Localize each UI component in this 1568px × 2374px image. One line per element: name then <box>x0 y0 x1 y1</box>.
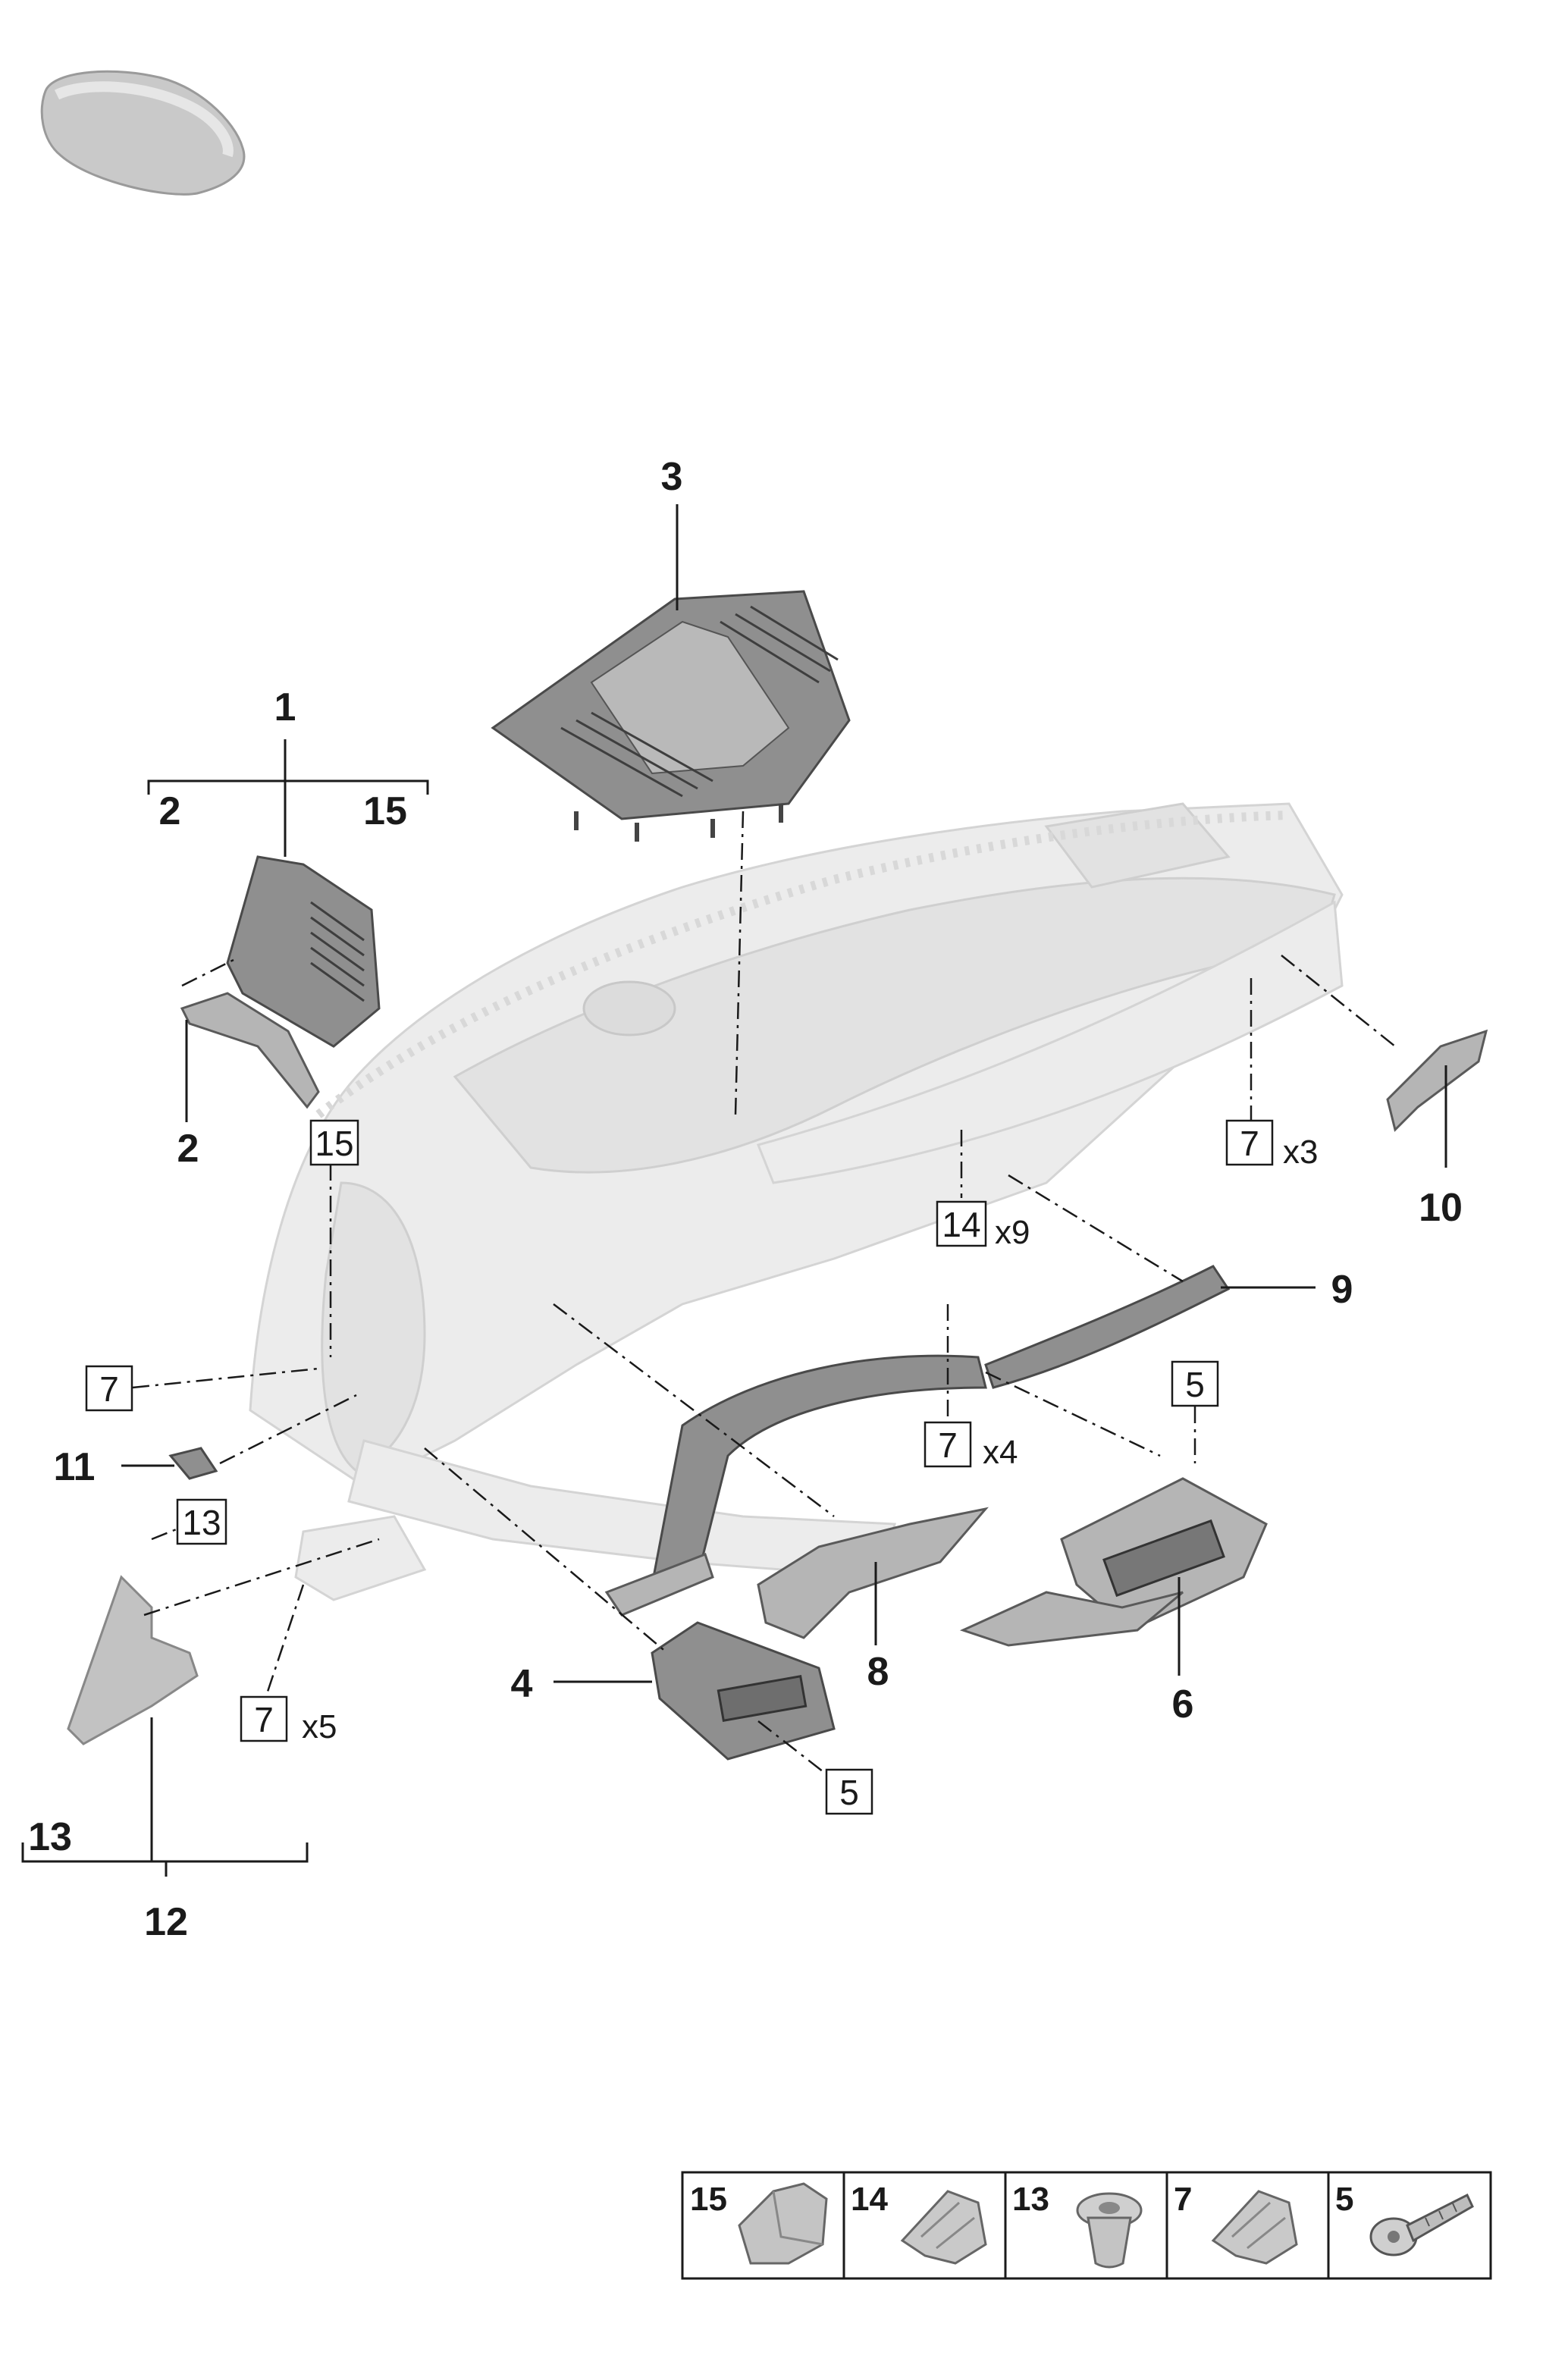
callout-12: 12 <box>144 1900 188 1944</box>
callout-2: 2 <box>177 1127 199 1171</box>
legend-cell-15: 15 <box>690 2181 828 2265</box>
svg-text:13: 13 <box>182 1503 221 1542</box>
qty-x5: x5 <box>302 1708 337 1745</box>
spring-clip-icon <box>900 2190 987 2265</box>
legend-cell-14: 14 <box>851 2181 987 2265</box>
boxed-ref-7-left: 7 <box>85 1365 133 1412</box>
left-trim-strip <box>180 992 320 1109</box>
callout-13-group: 13 <box>28 1815 72 1859</box>
boxed-ref-7-x5: 7 x5 <box>240 1695 337 1745</box>
boxed-ref-15: 15 <box>309 1119 359 1166</box>
center-speaker-cover <box>491 590 851 842</box>
assembly-lines <box>132 811 1396 1775</box>
svg-text:7: 7 <box>1240 1124 1259 1163</box>
svg-text:15: 15 <box>315 1124 353 1163</box>
legend-cell-7: 7 <box>1174 2181 1298 2265</box>
small-clip <box>168 1447 218 1480</box>
svg-text:5: 5 <box>839 1773 859 1812</box>
boxed-ref-5-bottom: 5 <box>825 1768 873 1815</box>
callout-9: 9 <box>1331 1268 1353 1312</box>
boxed-ref-5-top: 5 <box>1171 1360 1219 1407</box>
qty-x3: x3 <box>1283 1134 1318 1171</box>
svg-text:5: 5 <box>1335 2181 1353 2218</box>
callout-6: 6 <box>1172 1682 1194 1726</box>
callout-10: 10 <box>1419 1186 1463 1230</box>
svg-text:14: 14 <box>942 1205 980 1244</box>
side-cover <box>67 1575 199 1745</box>
callout-1: 1 <box>274 685 296 729</box>
center-bracket <box>757 1507 989 1639</box>
callout-8: 8 <box>867 1650 889 1694</box>
svg-text:5: 5 <box>1185 1365 1205 1404</box>
boxed-ref-7-x3: 7 x3 <box>1225 1119 1318 1171</box>
expanding-nut-icon <box>1076 2192 1143 2269</box>
left-air-vent <box>651 1621 836 1761</box>
car-body-icon <box>40 70 246 196</box>
svg-text:7: 7 <box>1174 2181 1192 2218</box>
boxed-ref-7-x4: 7 x4 <box>924 1421 1018 1471</box>
callout-2-group: 2 <box>159 789 181 833</box>
fastener-legend: 15 14 13 7 <box>681 2171 1492 2280</box>
legend-cell-13: 13 <box>1012 2181 1143 2269</box>
leader-lines <box>21 504 1447 1877</box>
qty-x9: x9 <box>995 1214 1030 1251</box>
svg-text:14: 14 <box>851 2181 888 2218</box>
svg-text:7: 7 <box>99 1369 119 1409</box>
boxed-ref-13: 13 <box>176 1498 227 1545</box>
left-speaker-cover <box>226 855 381 1048</box>
dashboard-carrier-ghost <box>249 802 1344 1601</box>
spring-clip-icon <box>1211 2190 1298 2265</box>
right-air-vent <box>959 1477 1268 1647</box>
svg-text:15: 15 <box>690 2181 727 2218</box>
callout-4: 4 <box>511 1662 533 1706</box>
right-end-cap <box>1386 1029 1488 1132</box>
legend-cell-5: 5 <box>1335 2181 1474 2256</box>
callout-3: 3 <box>661 455 683 499</box>
clip-icon <box>738 2182 828 2265</box>
callout-11: 11 <box>54 1445 96 1489</box>
callout-15-group: 15 <box>363 789 407 833</box>
boxed-ref-14-x9: 14 x9 <box>936 1200 1030 1251</box>
long-trim-strip <box>604 1265 1231 1617</box>
qty-x4: x4 <box>983 1434 1018 1471</box>
svg-text:7: 7 <box>254 1700 274 1739</box>
svg-text:13: 13 <box>1012 2181 1049 2218</box>
screw-icon <box>1369 2193 1474 2256</box>
svg-text:7: 7 <box>938 1425 958 1465</box>
